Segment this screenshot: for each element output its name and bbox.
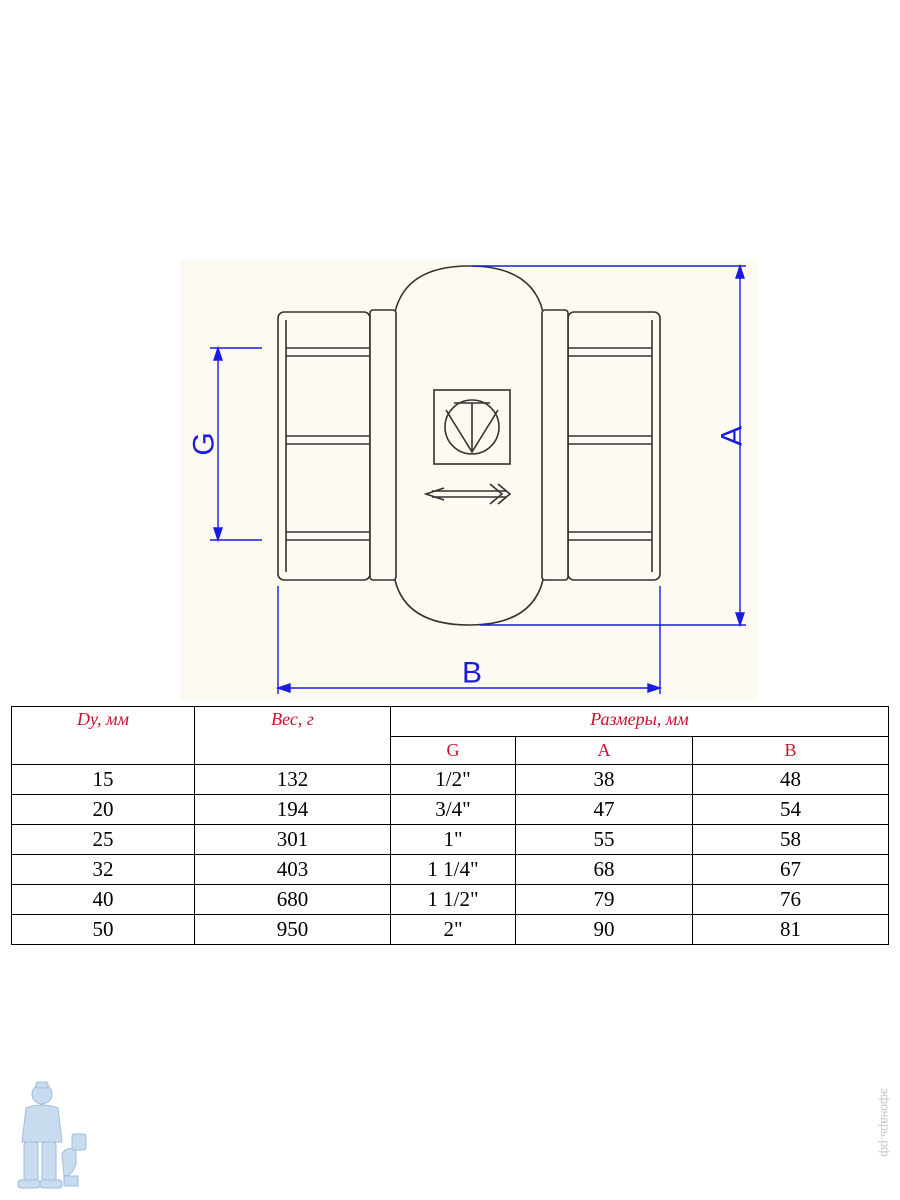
cell-weight: 301: [194, 824, 391, 855]
cell-b: 81: [691, 914, 890, 945]
dimension-lines: [210, 263, 746, 694]
cell-weight: 950: [194, 914, 391, 945]
cell-a: 90: [515, 914, 693, 945]
dimension-label-a: A: [716, 426, 749, 446]
cell-b: 58: [691, 824, 890, 855]
cell-a: 68: [515, 854, 693, 885]
cell-a: 79: [515, 884, 693, 915]
cell-a: 38: [515, 764, 693, 795]
cell-b: 54: [691, 794, 890, 825]
cell-weight: 680: [194, 884, 391, 915]
cell-dy: 25: [11, 824, 195, 855]
valve-drawing-svg: G A B: [180, 260, 758, 700]
header-dimensions: Размеры, мм: [389, 706, 890, 737]
subheader-a: A: [515, 736, 693, 765]
cell-b: 76: [691, 884, 890, 915]
cell-g: 1": [390, 824, 516, 855]
cell-g: 2": [390, 914, 516, 945]
cell-dy: 32: [11, 854, 195, 885]
cell-weight: 403: [194, 854, 391, 885]
cell-dy: 40: [11, 884, 195, 915]
cell-g: 1/2": [390, 764, 516, 795]
cell-dy: 50: [11, 914, 195, 945]
watermark: эфонарь.рф: [878, 1088, 892, 1157]
valve-logo-icon: [433, 389, 511, 465]
header-weight: Вес, г: [194, 706, 391, 765]
subheader-b: B: [691, 736, 890, 765]
dimension-label-g: G: [188, 432, 221, 455]
flow-arrow-icon: [423, 483, 512, 505]
valve-drawing: G A B: [180, 260, 758, 700]
cell-weight: 194: [194, 794, 391, 825]
cell-dy: 20: [11, 794, 195, 825]
cell-b: 48: [691, 764, 890, 795]
cell-g: 1 1/4": [390, 854, 516, 885]
cell-dy: 15: [11, 764, 195, 795]
cell-a: 47: [515, 794, 693, 825]
cell-g: 1 1/2": [390, 884, 516, 915]
subheader-row: G A B: [12, 736, 890, 765]
dimension-label-b: B: [462, 657, 482, 690]
header-dy: Dy, мм: [11, 706, 195, 765]
header-row: Dy, мм Вес, г Размеры, мм: [11, 706, 890, 765]
valve-body: [277, 265, 661, 626]
cell-b: 67: [691, 854, 890, 885]
cell-a: 55: [515, 824, 693, 855]
cell-weight: 132: [194, 764, 391, 795]
cell-g: 3/4": [390, 794, 516, 825]
plumber-mascot-icon: [17, 1081, 87, 1189]
subheader-g: G: [390, 736, 516, 765]
